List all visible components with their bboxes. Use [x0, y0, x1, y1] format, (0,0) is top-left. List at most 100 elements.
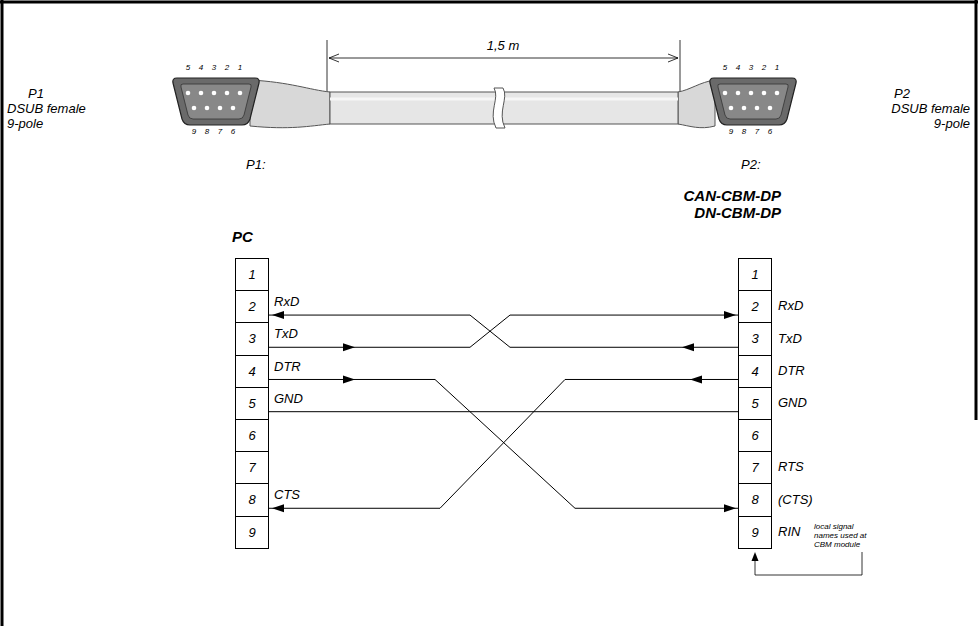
pin-box: 4 — [235, 355, 269, 388]
pin-number: 3 — [248, 323, 255, 354]
pin-box: 1 — [738, 258, 772, 291]
pin-number: 8 — [248, 484, 255, 515]
note-leader — [755, 552, 862, 575]
signal-name: RxD — [274, 294, 299, 310]
pin-box: 3 — [235, 322, 269, 355]
dimension-arrow — [329, 54, 339, 62]
arrow-head — [343, 375, 355, 383]
wire-group — [269, 311, 738, 351]
connector-label: P2 — [894, 86, 910, 102]
pin-box: 7 — [235, 451, 269, 484]
signal-name: TxD — [274, 326, 298, 342]
connector-pin-number: 7 — [755, 127, 759, 137]
pin-number: 6 — [248, 420, 255, 451]
connector-pin-number: 4 — [736, 63, 740, 73]
pin-number: 5 — [751, 388, 758, 419]
pin-number: 8 — [751, 484, 758, 515]
pin-box: 2 — [738, 290, 772, 323]
arrow-head — [682, 343, 694, 351]
pin-number: 4 — [248, 356, 255, 387]
connector-pin-number: 6 — [231, 127, 235, 137]
signal-name: DTR — [778, 363, 805, 379]
wire-group — [269, 375, 738, 512]
pin-number: 9 — [751, 517, 758, 548]
connector-label: P1 — [28, 86, 44, 102]
signal-name: GND — [274, 391, 303, 407]
signal-name: GND — [778, 395, 807, 411]
wire — [269, 379, 738, 508]
signal-name: RTS — [778, 459, 804, 475]
arrow-head — [724, 504, 736, 512]
pin-box: 6 — [235, 419, 269, 452]
signal-name: TxD — [778, 331, 802, 347]
dimension-label: 1,5 m — [487, 38, 520, 54]
connector-pin-number: 5 — [723, 63, 727, 73]
arrow-head — [690, 375, 702, 383]
pin-number: 7 — [751, 452, 758, 483]
connector-pin-number: 6 — [768, 127, 772, 137]
wire-group — [269, 375, 738, 512]
connector-pin-number: 1 — [775, 63, 779, 73]
wire-group — [269, 311, 738, 351]
pin-box: 9 — [738, 516, 772, 549]
signal-name: RIN — [778, 524, 800, 540]
arrow-head — [272, 311, 284, 319]
connector-pin-number: 8 — [205, 127, 209, 137]
arrow-head — [724, 311, 736, 319]
pin-number: 2 — [248, 291, 255, 322]
connector-pin-number: 1 — [238, 63, 242, 73]
pin-number: 7 — [248, 452, 255, 483]
pin-number: 2 — [751, 291, 758, 322]
cable-boot — [678, 80, 715, 128]
pin-number: 9 — [248, 517, 255, 548]
connector-pin-number: 7 — [218, 127, 222, 137]
pin-box: 5 — [738, 387, 772, 420]
frame-line — [1, 0, 4, 626]
pin-box: 3 — [738, 322, 772, 355]
pin-box: 4 — [738, 355, 772, 388]
wire — [269, 411, 738, 412]
connector-label: DSUB female — [891, 101, 970, 117]
pin-number: 5 — [248, 388, 255, 419]
pin-box: 7 — [738, 451, 772, 484]
wire — [269, 379, 738, 508]
connector-label: 9-pole — [7, 116, 43, 132]
note-text: local signal names used at CBM module — [814, 522, 876, 549]
signal-name: CTS — [274, 487, 300, 503]
arrow-head — [272, 504, 284, 512]
connector-label: 9-pole — [934, 116, 970, 132]
dsub-connector — [710, 78, 796, 125]
connector-label: DSUB female — [7, 101, 86, 117]
connector-pin-number: 8 — [742, 127, 746, 137]
connector-pin-number: 3 — [212, 63, 216, 73]
dsub-connector — [173, 78, 259, 125]
pin-box: 6 — [738, 419, 772, 452]
connector-label: PC — [232, 228, 253, 246]
wire — [269, 315, 738, 347]
pin-box: 5 — [235, 387, 269, 420]
connector-pin-number: 4 — [199, 63, 203, 73]
extension-line — [327, 40, 328, 100]
signal-name: DTR — [274, 359, 301, 375]
connector-pin-number: 9 — [729, 127, 733, 137]
pin-box: 1 — [235, 258, 269, 291]
pin-number: 6 — [751, 420, 758, 451]
connector-label: CAN-CBM-DP DN-CBM-DP — [661, 187, 781, 221]
arrow-head — [343, 343, 355, 351]
connector-pin-number: 2 — [225, 63, 229, 73]
connector-pin-number: 3 — [749, 63, 753, 73]
frame-line — [975, 0, 978, 420]
pin-box: 8 — [235, 483, 269, 516]
dimension-line — [329, 58, 678, 59]
dimension-arrow — [668, 54, 678, 62]
connector-pin-number: 2 — [762, 63, 766, 73]
signal-name: RxD — [778, 298, 803, 314]
cable-boot — [250, 80, 330, 128]
connector-pin-number: 5 — [186, 63, 190, 73]
connector-label: P1: — [246, 157, 266, 173]
pin-box: 2 — [235, 290, 269, 323]
pin-number: 1 — [751, 259, 758, 290]
cable-break — [493, 88, 505, 128]
pin-number: 3 — [751, 323, 758, 354]
